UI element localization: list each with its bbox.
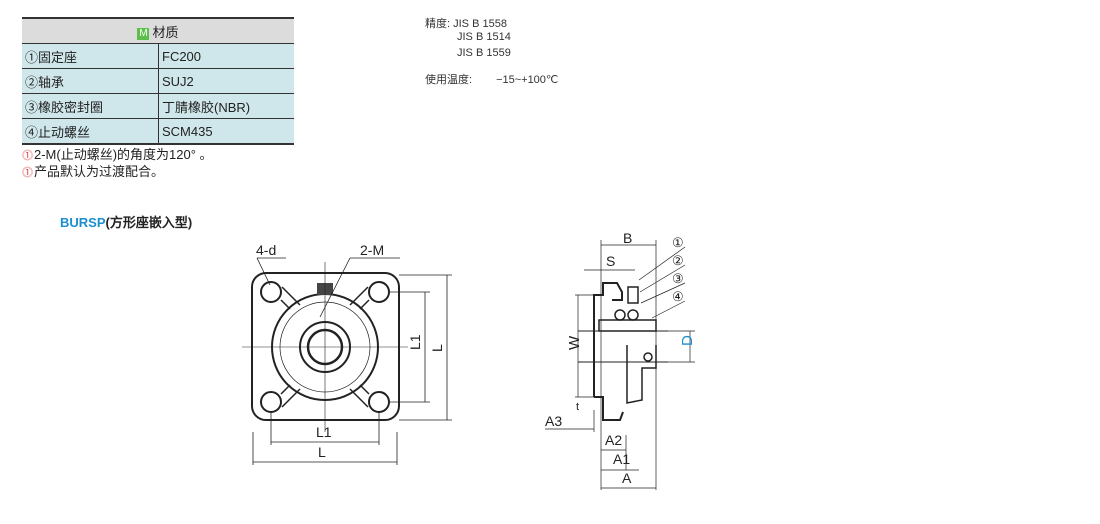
table-row: ③橡胶密封圈丁腈橡胶(NBR) xyxy=(22,93,294,119)
holes-label: 4-d xyxy=(256,242,276,258)
d-label: D xyxy=(679,335,696,346)
l1-label: L1 xyxy=(316,424,332,440)
a1-label: A1 xyxy=(613,451,630,467)
accuracy-spec-2: JIS B 1514 xyxy=(457,31,511,43)
screw-label: 2-M xyxy=(360,242,384,258)
a3-label: A3 xyxy=(545,413,562,429)
l-vertical-label: L xyxy=(429,344,445,352)
a-label: A xyxy=(622,470,632,486)
side-view: B S W D t A3 A2 A1 A ① ② ③ ④ xyxy=(545,230,696,490)
part-2-callout: ② xyxy=(672,253,684,268)
b-label: B xyxy=(623,230,632,246)
l-label: L xyxy=(318,444,326,460)
warning-icon: ⓵ xyxy=(22,167,33,179)
t-label: t xyxy=(576,401,579,413)
front-view: 4-d 2-M L1 L L1 L xyxy=(242,242,452,465)
s-label: S xyxy=(606,253,615,269)
material-icon: M xyxy=(137,27,150,40)
part-1-callout: ① xyxy=(672,235,684,250)
part-3-callout: ③ xyxy=(672,271,684,286)
a2-label: A2 xyxy=(605,432,622,448)
part-4-callout: ④ xyxy=(672,289,684,304)
note-1: ⓵2-M(止动螺丝)的角度为120° 。 xyxy=(22,147,213,162)
w-label: W xyxy=(566,335,583,350)
product-title: BURSP(方形座嵌入型) xyxy=(60,215,193,230)
accuracy-spec-3: JIS B 1559 xyxy=(457,47,511,59)
accuracy-spec: 精度: JIS B 1558 xyxy=(425,18,507,30)
l1-vertical-label: L1 xyxy=(407,334,423,350)
warning-icon: ⓵ xyxy=(22,150,33,162)
temperature-spec: 使用温度:−15~+100℃ xyxy=(425,74,559,86)
note-2: ⓵产品默认为过渡配合。 xyxy=(22,164,165,179)
